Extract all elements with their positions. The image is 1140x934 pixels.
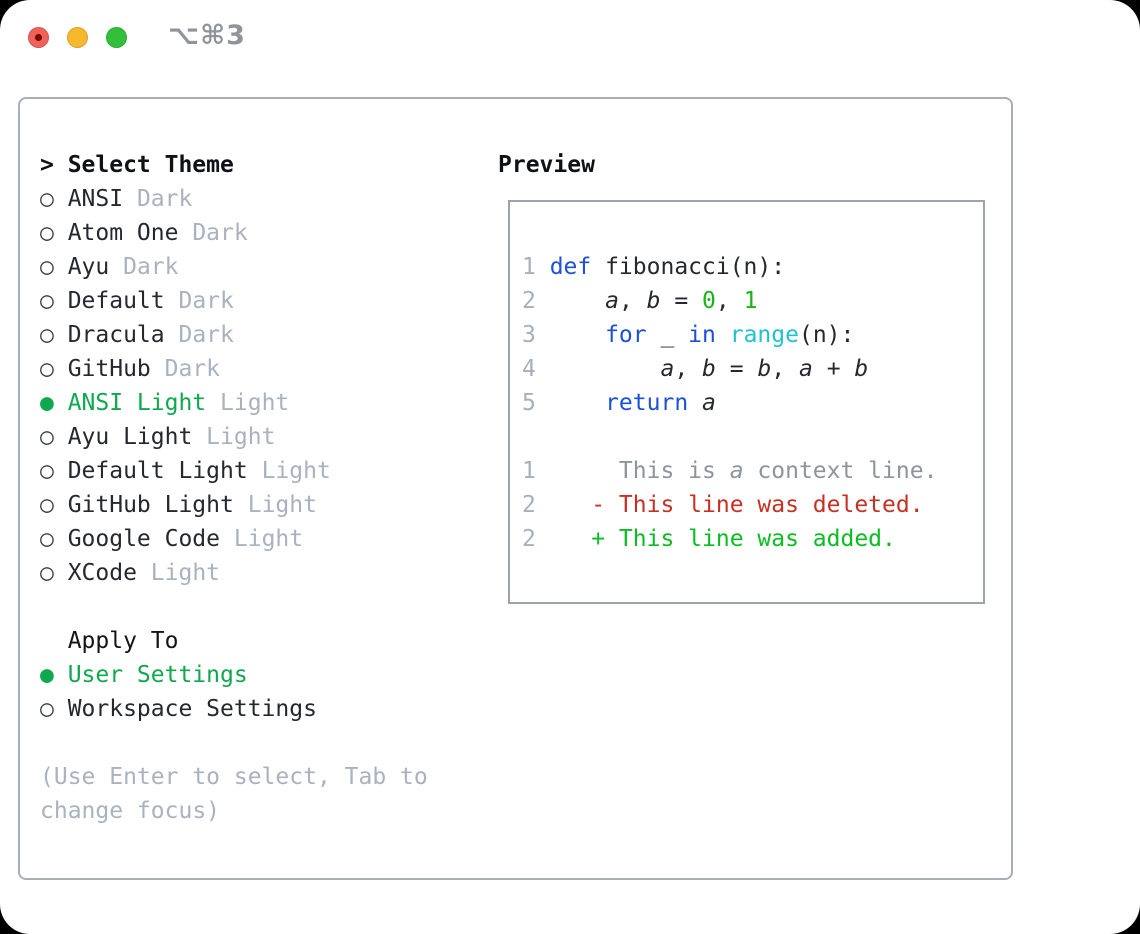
radio-selected-icon: ● bbox=[40, 662, 54, 688]
theme-option-dracula[interactable]: ○ Dracula Dark bbox=[40, 318, 428, 352]
radio-icon: ○ bbox=[40, 526, 54, 552]
hint-text: (Use Enter to select, Tab to change focu… bbox=[40, 764, 428, 824]
code-line: 4 a, b = b, a + b bbox=[522, 352, 983, 386]
theme-variant-tag: Light bbox=[220, 390, 290, 416]
apply-to-title: Apply To bbox=[67, 628, 179, 654]
theme-name: Default Light bbox=[67, 458, 248, 484]
minimize-button[interactable] bbox=[67, 27, 88, 48]
theme-name: Default bbox=[67, 288, 165, 314]
theme-variant-tag: Dark bbox=[178, 288, 234, 314]
theme-option-xcode[interactable]: ○ XCode Light bbox=[40, 556, 428, 590]
code-line: 3 for _ in range(n): bbox=[522, 318, 983, 352]
theme-variant-tag: Dark bbox=[192, 220, 248, 246]
apply-to-section: Apply To ● User Settings ○ Workspace Settin… bbox=[40, 624, 428, 726]
apply-to-options: ● User Settings ○ Workspace Settings bbox=[40, 658, 428, 726]
theme-name: ANSI Light bbox=[67, 390, 207, 416]
theme-variant-tag: Light bbox=[206, 424, 276, 450]
theme-option-ayu[interactable]: ○ Ayu Dark bbox=[40, 250, 428, 284]
radio-icon: ○ bbox=[40, 356, 54, 382]
theme-name: Atom One bbox=[67, 220, 179, 246]
theme-option-default[interactable]: ○ Default Dark bbox=[40, 284, 428, 318]
apply-option-workspace-settings[interactable]: ○ Workspace Settings bbox=[40, 692, 428, 726]
radio-icon: ○ bbox=[40, 288, 54, 314]
code-line: 2 - This line was deleted. bbox=[522, 488, 983, 522]
code-blank-line bbox=[522, 420, 983, 454]
radio-icon: ○ bbox=[40, 254, 54, 280]
theme-name: GitHub bbox=[67, 356, 151, 382]
line-number: 2 bbox=[522, 288, 536, 314]
titlebar: ⌥⌘3 bbox=[0, 0, 1140, 97]
apply-to-header-row: Apply To bbox=[40, 624, 428, 658]
theme-variant-tag: Dark bbox=[136, 186, 193, 212]
theme-option-default-light[interactable]: ○ Default Light Light bbox=[40, 454, 428, 488]
radio-icon: ○ bbox=[40, 220, 54, 246]
radio-icon: ○ bbox=[40, 424, 54, 450]
apply-option-user-settings[interactable]: ● User Settings bbox=[40, 658, 428, 692]
theme-variant-tag: Dark bbox=[178, 322, 234, 348]
code-line: 5 return a bbox=[522, 386, 983, 420]
code-line: 2 a, b = 0, 1 bbox=[522, 284, 983, 318]
close-dot-icon bbox=[35, 34, 42, 41]
line-number: 4 bbox=[522, 356, 536, 382]
theme-variant-tag: Dark bbox=[164, 356, 221, 382]
apply-option-label: Workspace Settings bbox=[67, 696, 317, 722]
select-theme-header: > Select Theme bbox=[40, 148, 428, 182]
code-line: 1 This is a context line. bbox=[522, 454, 983, 488]
radio-icon: ○ bbox=[40, 492, 54, 518]
theme-name: GitHub Light bbox=[67, 492, 234, 518]
theme-picker-panel: >Select Theme ○ANSI Dark○Atom One Dark○A… bbox=[18, 97, 1013, 880]
apply-option-label: User Settings bbox=[67, 662, 248, 688]
radio-icon: ○ bbox=[40, 186, 54, 212]
theme-name: Ayu bbox=[67, 254, 110, 280]
theme-option-ayu-light[interactable]: ○ Ayu Light Light bbox=[40, 420, 428, 454]
theme-option-github-light[interactable]: ○ GitHub Light Light bbox=[40, 488, 428, 522]
theme-option-atom-one[interactable]: ○ Atom One Dark bbox=[40, 216, 428, 250]
theme-name: Dracula bbox=[67, 322, 165, 348]
radio-icon: ○ bbox=[40, 560, 54, 586]
window-title: ⌥⌘3 bbox=[168, 20, 246, 51]
theme-variant-tag: Dark bbox=[123, 254, 179, 280]
line-number: 2 bbox=[522, 492, 536, 518]
radio-selected-icon: ● bbox=[40, 390, 54, 416]
close-button[interactable] bbox=[28, 27, 49, 48]
theme-variant-tag: Light bbox=[247, 492, 317, 518]
theme-name: ANSI bbox=[67, 186, 124, 212]
line-number: 1 bbox=[522, 254, 536, 280]
select-theme-title: Select Theme bbox=[67, 152, 234, 178]
theme-option-google-code[interactable]: ○ Google Code Light bbox=[40, 522, 428, 556]
line-number: 1 bbox=[522, 458, 536, 484]
preview-header: Preview bbox=[498, 152, 595, 178]
code-line: 2 + This line was added. bbox=[522, 522, 983, 556]
theme-variant-tag: Light bbox=[261, 458, 331, 484]
theme-option-github[interactable]: ○ GitHub Dark bbox=[40, 352, 428, 386]
theme-list: ○ ANSI Dark ○ Atom One Dark ○ Ayu Dark ○ Defaul… bbox=[40, 182, 428, 590]
theme-option-ansi-light[interactable]: ● ANSI Light Light bbox=[40, 386, 428, 420]
zoom-button[interactable] bbox=[106, 27, 127, 48]
theme-name: Google Code bbox=[67, 526, 221, 552]
prompt-icon: > bbox=[40, 152, 54, 178]
line-number: 3 bbox=[522, 322, 536, 348]
theme-option-ansi[interactable]: ○ ANSI Dark bbox=[40, 182, 428, 216]
theme-name: Ayu Light bbox=[67, 424, 193, 450]
line-number: 2 bbox=[522, 526, 536, 552]
theme-list-pane: >Select Theme ○ANSI Dark○Atom One Dark○A… bbox=[40, 148, 428, 828]
theme-name: XCode bbox=[67, 560, 137, 586]
line-number: 5 bbox=[522, 390, 536, 416]
traffic-lights bbox=[28, 27, 127, 48]
radio-icon: ○ bbox=[40, 322, 54, 348]
theme-variant-tag: Light bbox=[233, 526, 304, 552]
theme-variant-tag: Light bbox=[150, 560, 221, 586]
radio-icon: ○ bbox=[40, 696, 54, 722]
radio-icon: ○ bbox=[40, 458, 54, 484]
